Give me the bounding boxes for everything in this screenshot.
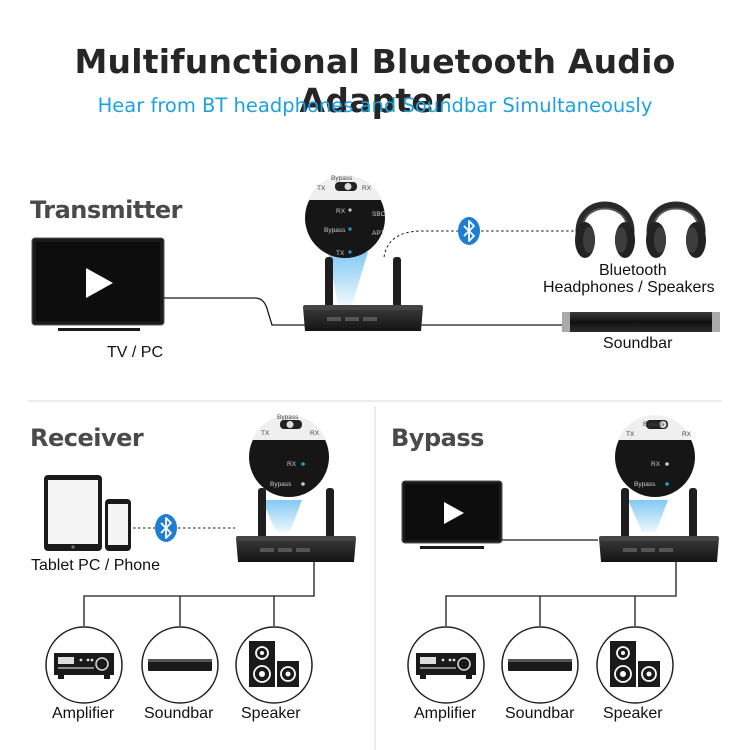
receiver-output-soundbar-label: Soundbar <box>144 705 214 722</box>
soundbar-icon <box>148 659 212 671</box>
panel-switch-label: Bypass <box>643 421 665 428</box>
phone-icon <box>105 499 131 551</box>
panel-switch-label: Bypass <box>331 175 353 182</box>
rx-panel-magnifier <box>249 415 329 497</box>
bypass-output-soundbar-label: Soundbar <box>505 705 575 722</box>
panel-tx-label: TX <box>261 430 270 437</box>
headphones-icon <box>575 205 635 258</box>
adapter-receiver <box>236 488 356 562</box>
panel-tx-label: TX <box>317 185 326 192</box>
panel-rx-label: RX <box>362 185 372 192</box>
play-icon <box>86 268 113 298</box>
section-title-receiver: Receiver <box>30 424 144 452</box>
panel-rx-label: RX <box>310 430 320 437</box>
headphones-label-line1: Bluetooth <box>599 262 667 279</box>
play-icon <box>444 502 464 524</box>
bypass-panel-magnifier <box>615 415 695 497</box>
adapter-bypass <box>599 488 719 562</box>
bluetooth-icon <box>457 216 481 246</box>
soundbar-icon <box>508 659 572 671</box>
receiver-output-speaker-label: Speaker <box>241 705 301 722</box>
panel-sbc-label: SBC <box>372 211 386 218</box>
bypass-output-cables <box>445 562 677 626</box>
panel-rx-label: RX <box>651 461 661 468</box>
page-subtitle: Hear from BT headphones and Soundbar Sim… <box>97 94 653 117</box>
section-title-transmitter: Transmitter <box>30 196 182 224</box>
bypass-output-speaker-label: Speaker <box>603 705 663 722</box>
receiver-output-cables <box>83 562 315 626</box>
receiver-output-amplifier-label: Amplifier <box>52 705 115 722</box>
soundbar-icon <box>562 312 720 332</box>
panel-bypass-label: Bypass <box>270 481 292 488</box>
tv-cable <box>164 297 306 326</box>
bluetooth-link <box>383 230 574 258</box>
panel-rx-label: RX <box>682 431 692 438</box>
headphones-label-line2: Headphones / Speakers <box>543 279 715 296</box>
page-title: Multifunctional Bluetooth Audio Adapter <box>74 42 676 120</box>
bypass-output-amplifier-label: Amplifier <box>414 705 477 722</box>
tv-pc-icon <box>401 480 503 549</box>
section-title-bypass: Bypass <box>391 424 484 452</box>
panel-tx-label: TX <box>336 250 345 257</box>
tv-pc-label: TV / PC <box>107 344 164 361</box>
panel-apt-label: APT <box>372 230 385 237</box>
tablet-icon <box>44 475 102 551</box>
bluetooth-icon <box>154 513 178 543</box>
soundbar-label: Soundbar <box>603 335 673 352</box>
panel-rx-label: RX <box>336 208 346 215</box>
tablet-phone-label: Tablet PC / Phone <box>31 557 160 574</box>
panel-bypass-label: Bypass <box>634 481 656 488</box>
tx-panel-magnifier <box>305 175 385 258</box>
panel-tx-label: TX <box>626 431 635 438</box>
panel-switch-label: Bypass <box>277 414 299 421</box>
panel-bypass-label: Bypass <box>324 227 346 234</box>
headphones-icon <box>646 205 706 258</box>
tv-pc-icon <box>31 237 165 331</box>
panel-rx-label: RX <box>287 461 297 468</box>
